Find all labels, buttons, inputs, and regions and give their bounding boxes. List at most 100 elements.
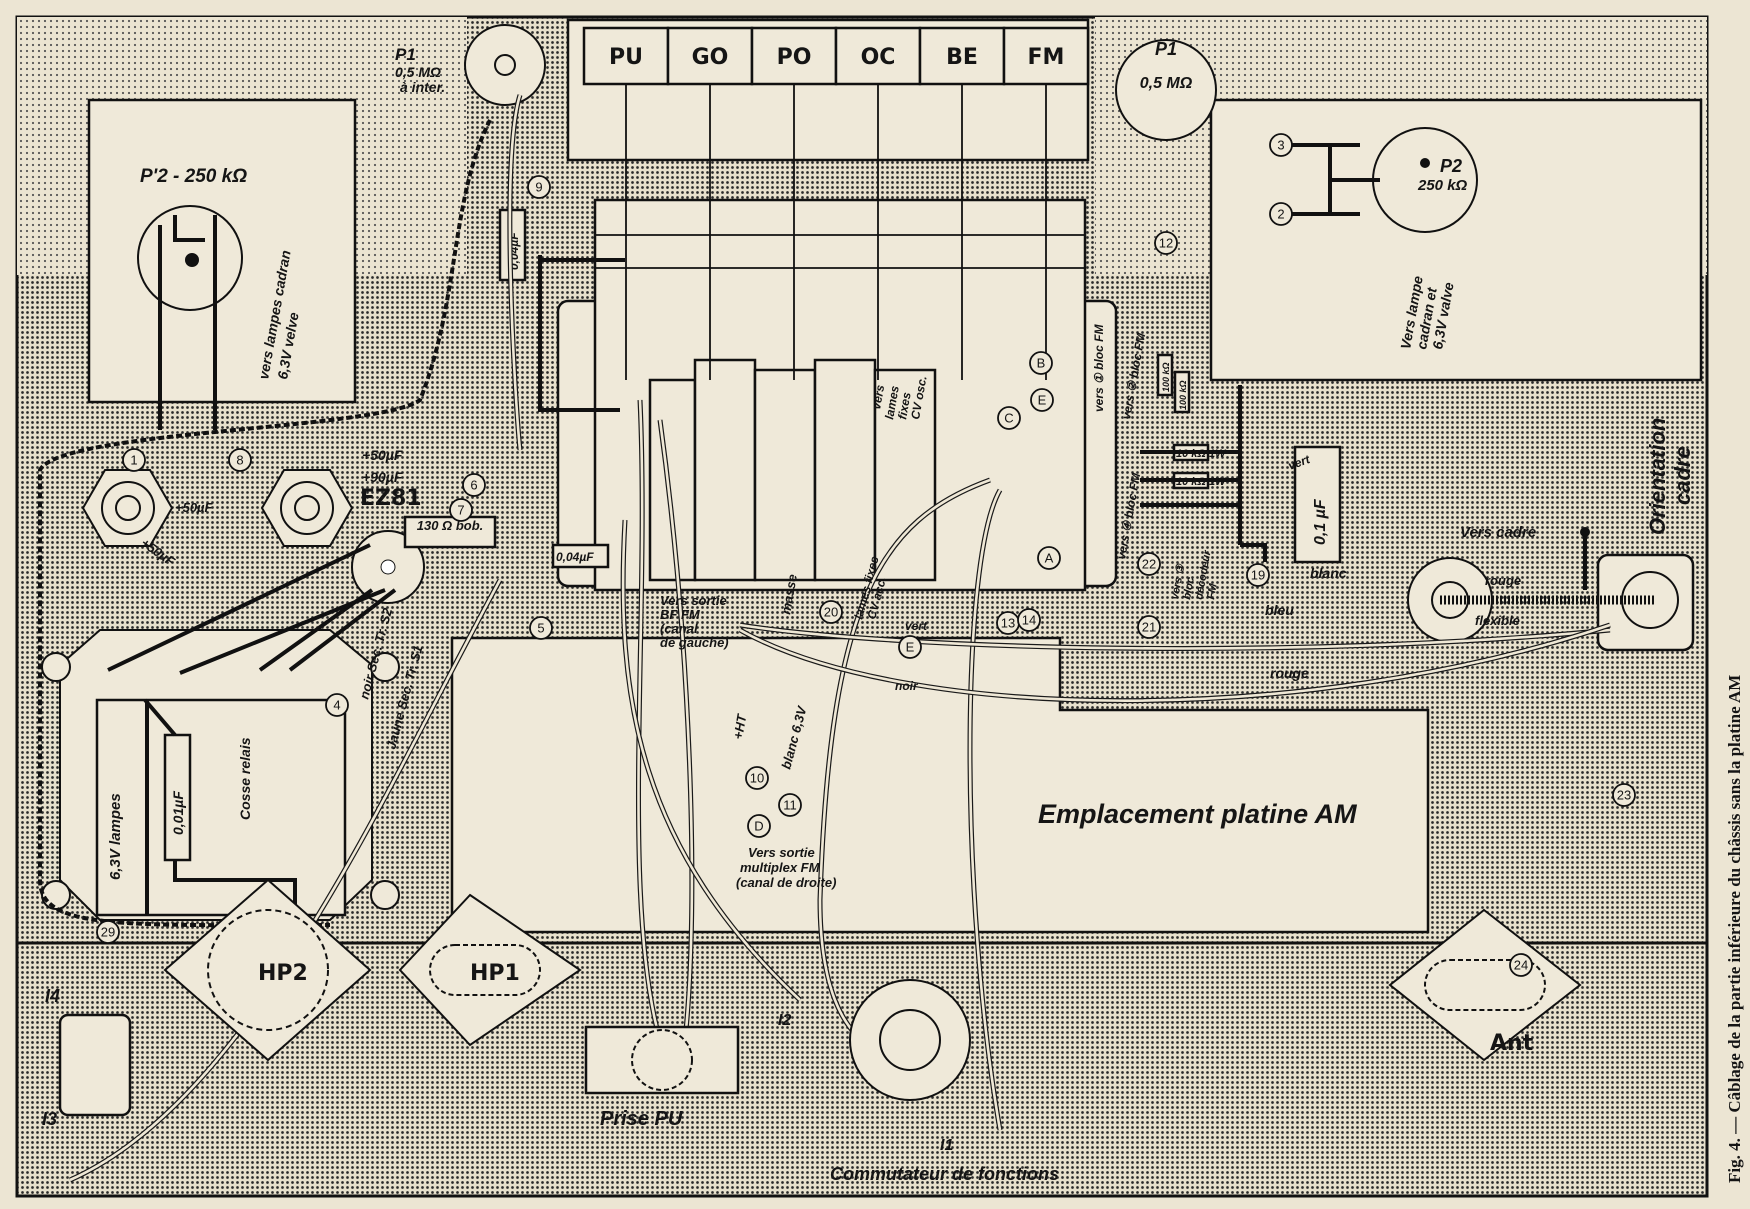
svg-text:P'2 - 250 kΩ: P'2 - 250 kΩ	[140, 166, 247, 187]
svg-text:130 Ω bob.: 130 Ω bob.	[417, 518, 484, 533]
svg-text:Vers sortie: Vers sortie	[660, 593, 727, 608]
terminal-3: 3	[1269, 133, 1293, 157]
svg-text:I2: I2	[778, 1012, 791, 1029]
frame-antenna-mount	[1407, 527, 1695, 652]
terminal-13: 13	[996, 611, 1020, 635]
terminal-label: 10	[750, 771, 764, 786]
terminal-14: 14	[1017, 608, 1041, 632]
terminal-label: 3	[1277, 138, 1284, 153]
terminal-label: 13	[1001, 616, 1015, 631]
terminal-label: 7	[457, 503, 464, 518]
svg-text:vers: vers	[869, 383, 887, 410]
terminal-label: C	[1004, 411, 1013, 426]
svg-text:Cosse relais: Cosse relais	[237, 737, 253, 820]
terminal-label: 9	[535, 180, 542, 195]
terminal-label: A	[1045, 551, 1054, 566]
svg-text:I1: I1	[940, 1137, 953, 1154]
svg-text:Ant: Ant	[1490, 1031, 1534, 1056]
svg-text:100 kΩ: 100 kΩ	[1178, 380, 1188, 410]
terminal-23: 23	[1612, 783, 1636, 807]
svg-text:fixes: fixes	[895, 391, 914, 421]
resistor-100k-1	[1156, 353, 1174, 397]
svg-text:+50µF: +50µF	[362, 447, 403, 463]
svg-text:100 kΩ: 100 kΩ	[1161, 362, 1171, 392]
svg-text:noir: noir	[895, 679, 919, 693]
svg-text:Vers sortie: Vers sortie	[748, 845, 815, 860]
svg-text:bloc: bloc	[1181, 576, 1197, 600]
wiring-harness	[38, 94, 1611, 1183]
svg-text:lames: lames	[882, 384, 902, 420]
svg-text:P1: P1	[1155, 39, 1177, 59]
terminal-label: D	[754, 819, 763, 834]
terminal-11: 11	[778, 793, 802, 817]
capacitor-01	[1293, 445, 1342, 564]
terminal-label: E	[906, 640, 915, 655]
key-fm[interactable]: FM	[1002, 26, 1090, 380]
svg-text:0,5 MΩ: 0,5 MΩ	[395, 64, 441, 80]
svg-text:de gauche): de gauche)	[660, 635, 729, 650]
terminal-19: 19	[1246, 563, 1270, 587]
function-switch[interactable]	[849, 979, 971, 1101]
pot-p1-left: P1 0,5 MΩ à inter.	[395, 24, 546, 106]
svg-text:I4: I4	[45, 986, 60, 1006]
terminal-1: 1	[122, 448, 146, 472]
terminal-8: 8	[228, 448, 252, 472]
band-switch-keys: PU GO PO OC BE FM	[582, 26, 1090, 380]
svg-text:0,04µF: 0,04µF	[556, 550, 594, 564]
svg-text:0,1 µF: 0,1 µF	[1312, 498, 1329, 545]
svg-text:multiplex FM: multiplex FM	[740, 860, 821, 875]
svg-text:+90µF: +90µF	[362, 469, 403, 485]
antenna-socket[interactable]: Ant	[1388, 908, 1582, 1062]
svg-text:Commutateur de fonctions: Commutateur de fonctions	[830, 1164, 1059, 1184]
terminal-label: 8	[236, 453, 243, 468]
capacitor-004-mid	[551, 543, 610, 569]
svg-text:HP1: HP1	[470, 961, 520, 986]
svg-text:FM: FM	[1028, 45, 1065, 70]
terminal-label: E	[1038, 393, 1047, 408]
svg-text:P2: P2	[1440, 156, 1462, 176]
key-po[interactable]: PO	[750, 26, 838, 380]
svg-text:Orientation: Orientation	[1645, 418, 1670, 535]
terminal-6: 6	[462, 473, 486, 497]
terminal-label: 22	[1142, 557, 1156, 572]
svg-text:(canal: (canal	[660, 621, 698, 636]
svg-text:Prise PU: Prise PU	[600, 1108, 683, 1130]
svg-text:Emplacement platine AM: Emplacement platine AM	[1038, 799, 1357, 829]
svg-text:PU: PU	[609, 45, 643, 70]
svg-text:à inter.: à inter.	[400, 79, 445, 95]
switch-i3-i4[interactable]	[58, 1013, 132, 1117]
pot-p2-left: P'2 - 250 kΩ	[137, 166, 247, 430]
terminal-A: A	[1037, 546, 1061, 570]
terminal-22: 22	[1137, 552, 1161, 576]
terminal-5: 5	[529, 616, 553, 640]
pot-p1-right: P1 0,5 MΩ	[1115, 39, 1217, 141]
terminal-9: 9	[527, 175, 551, 199]
key-oc[interactable]: OC	[834, 26, 922, 380]
figure-caption: Fig. 4. — Câblage de la partie inférieur…	[1725, 675, 1744, 1183]
pu-socket[interactable]	[584, 1025, 740, 1095]
svg-text:FM: FM	[1205, 582, 1220, 601]
terminal-label: 24	[1514, 958, 1528, 973]
terminal-label: 12	[1159, 236, 1173, 251]
terminal-label: 20	[824, 605, 838, 620]
terminal-20: 20	[819, 600, 843, 624]
svg-text:250 kΩ: 250 kΩ	[1417, 177, 1468, 194]
terminal-label: 29	[101, 925, 115, 940]
terminal-7: 7	[449, 498, 473, 522]
svg-text:(canal de droite): (canal de droite)	[736, 875, 836, 890]
svg-text:GO: GO	[692, 45, 729, 70]
svg-text:P1: P1	[395, 45, 416, 64]
speaker-hp1: HP1	[398, 893, 582, 1047]
svg-text:0,5 MΩ: 0,5 MΩ	[1140, 75, 1193, 92]
band-switch-sections	[595, 234, 1085, 582]
svg-text:blanc: blanc	[1310, 565, 1347, 581]
svg-text:flexible: flexible	[1475, 613, 1520, 628]
resistor-100k-2	[1173, 370, 1191, 414]
terminal-4: 4	[325, 693, 349, 717]
terminal-C: C	[997, 406, 1021, 430]
key-pu[interactable]: PU	[582, 26, 670, 380]
ez81-socket	[351, 530, 425, 604]
terminal-12: 12	[1154, 231, 1178, 255]
key-go[interactable]: GO	[666, 26, 754, 380]
